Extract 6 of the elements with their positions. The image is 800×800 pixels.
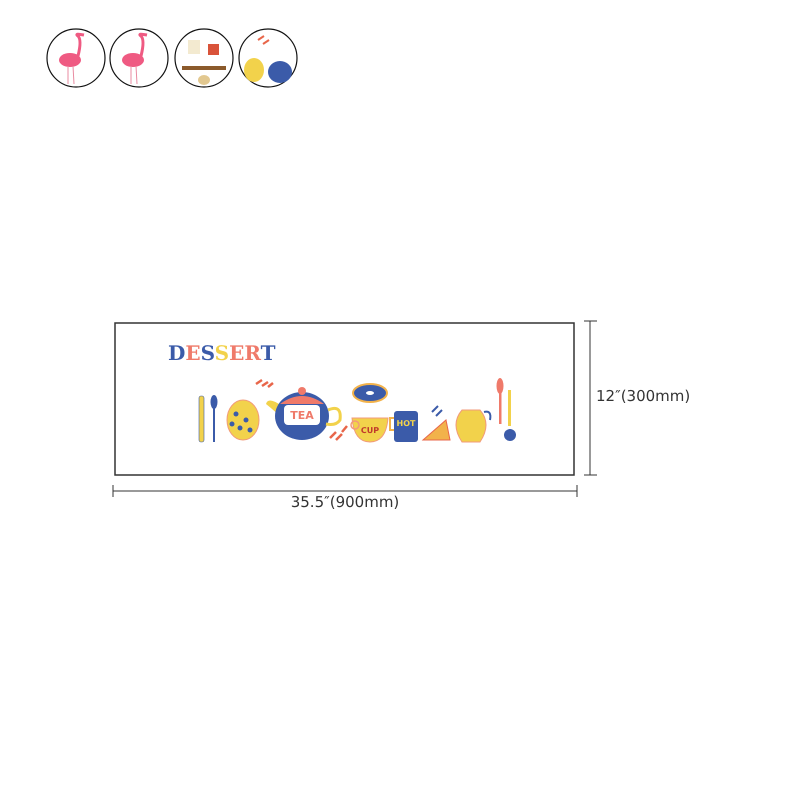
mug-lettering: HOT [396, 420, 416, 428]
title-lettering: DESSERT [168, 343, 276, 363]
dimension-label: 35.5″(900mm) [290, 495, 400, 510]
cup-lettering: CUP [360, 427, 380, 435]
teapot-lettering: TEA [290, 410, 314, 421]
dimension-label: 12″(300mm) [596, 389, 690, 404]
